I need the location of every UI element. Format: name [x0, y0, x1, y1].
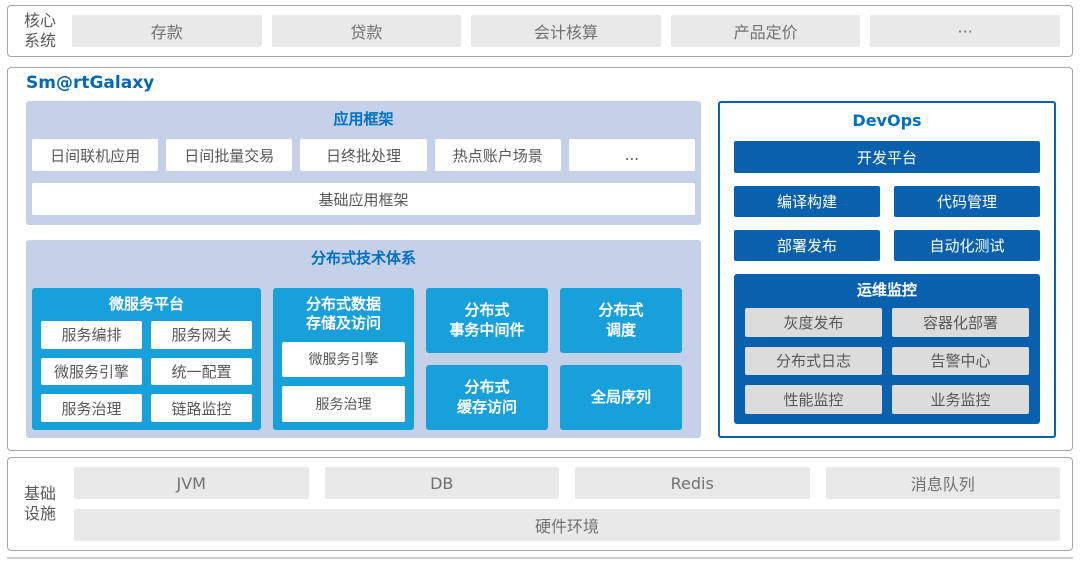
core-system-pricing: 产品定价 [670, 15, 861, 47]
distributed-logging: 分布式日志 [745, 346, 882, 376]
smartgalaxy-left-column: 应用框架 日间联机应用 日间批量交易 日终批处理 热点账户场景 ... 基础应用… [26, 101, 701, 438]
scheduler-box: 分布式 调度 [560, 288, 682, 353]
service-orchestration: 服务编排 [41, 320, 142, 349]
distributed-tech-panel: 分布式技术体系 微服务平台 服务编排 服务网关 微服务引擎 统一配置 服务治理 … [26, 240, 701, 438]
microservice-platform-title: 微服务平台 [108, 295, 184, 313]
devops-row-1: 编译构建 代码管理 [734, 186, 1040, 217]
core-system-accounting: 会计核算 [471, 15, 661, 47]
storage-microservice-engine: 微服务引擎 [282, 341, 405, 378]
service-governance: 服务治理 [41, 394, 142, 422]
unified-config: 统一配置 [151, 357, 252, 386]
data-storage-title: 分布式数据 存储及访问 [305, 295, 381, 332]
compile-build-box: 编译构建 [734, 186, 880, 217]
app-ellipsis: ... [568, 139, 696, 171]
microservice-grid: 服务编排 服务网关 微服务引擎 统一配置 服务治理 链路监控 [41, 320, 252, 422]
app-daytime-online: 日间联机应用 [32, 139, 159, 171]
core-systems-label: 核心 系统 [23, 11, 56, 50]
infra-message-queue: 消息队列 [825, 467, 1060, 499]
deploy-release-box: 部署发布 [734, 230, 880, 261]
ops-monitoring-title: 运维监控 [856, 281, 917, 299]
cache-access-box: 分布式 缓存访问 [426, 365, 548, 430]
performance-monitoring: 性能监控 [745, 385, 882, 414]
smartgalaxy-title: Sm@rtGalaxy [26, 73, 155, 93]
data-storage-box: 分布式数据 存储及访问 微服务引擎 服务治理 [273, 288, 414, 430]
app-eod-batch: 日终批处理 [300, 139, 427, 171]
smartgalaxy-columns: 应用框架 日间联机应用 日间批量交易 日终批处理 热点账户场景 ... 基础应用… [26, 101, 1056, 438]
app-framework-panel: 应用框架 日间联机应用 日间批量交易 日终批处理 热点账户场景 ... 基础应用… [26, 101, 701, 225]
infrastructure-content: JVM DB Redis 消息队列 硬件环境 [74, 467, 1060, 541]
devops-row-2: 部署发布 自动化测试 [734, 230, 1040, 261]
trace-monitoring: 链路监控 [151, 394, 252, 422]
core-system-ellipsis: ··· [870, 15, 1060, 47]
microservice-engine: 微服务引擎 [41, 357, 142, 386]
distributed-col-3: 分布式 事务中间件 分布式 缓存访问 [426, 288, 548, 430]
microservice-platform-box: 微服务平台 服务编排 服务网关 微服务引擎 统一配置 服务治理 链路监控 [32, 288, 261, 430]
infra-jvm: JVM [74, 467, 309, 499]
devops-panel: DevOps 开发平台 编译构建 代码管理 部署发布 自动化测试 运维监控 灰度… [718, 101, 1056, 438]
distributed-col-4: 分布式 调度 全局序列 [560, 288, 682, 430]
core-system-loans: 贷款 [271, 15, 462, 47]
transaction-middleware-box: 分布式 事务中间件 [426, 288, 548, 353]
infrastructure-section: 基础 设施 JVM DB Redis 消息队列 硬件环境 [7, 457, 1073, 551]
hardware-environment-box: 硬件环境 [74, 509, 1060, 541]
smartgalaxy-section: Sm@rtGalaxy 应用框架 日间联机应用 日间批量交易 日终批处理 热点账… [7, 67, 1073, 451]
dev-platform-box: 开发平台 [734, 141, 1040, 173]
app-hot-account: 热点账户场景 [434, 139, 561, 171]
code-management-box: 代码管理 [894, 186, 1040, 217]
infrastructure-label: 基础 设施 [23, 484, 56, 523]
bottom-divider [7, 557, 1073, 559]
distributed-tech-row: 微服务平台 服务编排 服务网关 微服务引擎 统一配置 服务治理 链路监控 [32, 288, 695, 430]
container-deployment: 容器化部署 [892, 308, 1029, 337]
core-systems-section: 核心 系统 存款 贷款 会计核算 产品定价 ··· [7, 5, 1073, 57]
infra-db: DB [324, 467, 559, 499]
business-monitoring: 业务监控 [892, 385, 1029, 414]
core-system-deposits: 存款 [72, 15, 262, 47]
app-daytime-batch: 日间批量交易 [166, 139, 293, 171]
devops-title: DevOps [852, 111, 922, 130]
base-app-framework: 基础应用框架 [32, 183, 695, 215]
ops-monitoring-box: 运维监控 灰度发布 容器化部署 分布式日志 告警中心 性能监控 业务监控 [734, 274, 1040, 424]
automated-testing-box: 自动化测试 [894, 230, 1040, 261]
ops-monitoring-grid: 灰度发布 容器化部署 分布式日志 告警中心 性能监控 业务监控 [745, 308, 1029, 414]
service-gateway: 服务网关 [151, 320, 252, 349]
app-framework-title: 应用框架 [333, 110, 394, 128]
app-framework-row: 日间联机应用 日间批量交易 日终批处理 热点账户场景 ... [32, 139, 696, 171]
global-sequence-box: 全局序列 [560, 365, 682, 430]
infrastructure-row: JVM DB Redis 消息队列 [74, 467, 1060, 499]
storage-service-governance: 服务治理 [282, 386, 405, 422]
data-storage-chips: 微服务引擎 服务治理 [282, 341, 405, 422]
alert-center: 告警中心 [892, 346, 1029, 376]
gray-release: 灰度发布 [745, 308, 882, 337]
infra-redis: Redis [575, 467, 810, 499]
distributed-tech-title: 分布式技术体系 [310, 249, 416, 267]
